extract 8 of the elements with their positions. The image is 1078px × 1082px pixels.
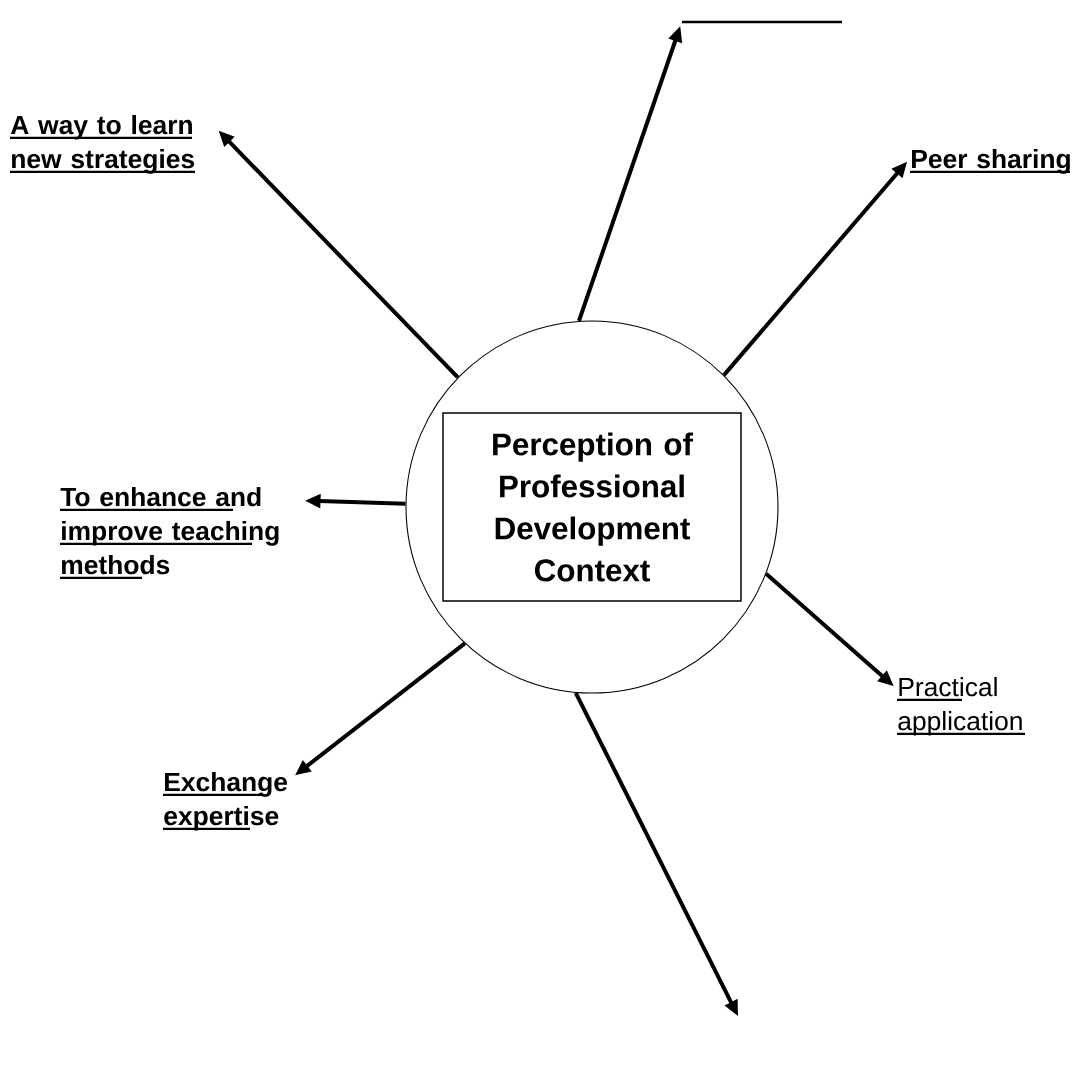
underlined-label: Practical application <box>897 676 1025 736</box>
underlined-label: Peer sharing <box>910 148 1070 174</box>
underlined-label: Exchange expertise <box>163 771 288 831</box>
underlined-label: A way to learn new strategies <box>10 114 195 174</box>
circle <box>405 320 779 694</box>
fill-in-line <box>682 20 842 24</box>
underlined-label: To enhance and improve teaching methods <box>60 486 279 579</box>
title-box: Perception of Professional Development Context <box>442 412 742 602</box>
